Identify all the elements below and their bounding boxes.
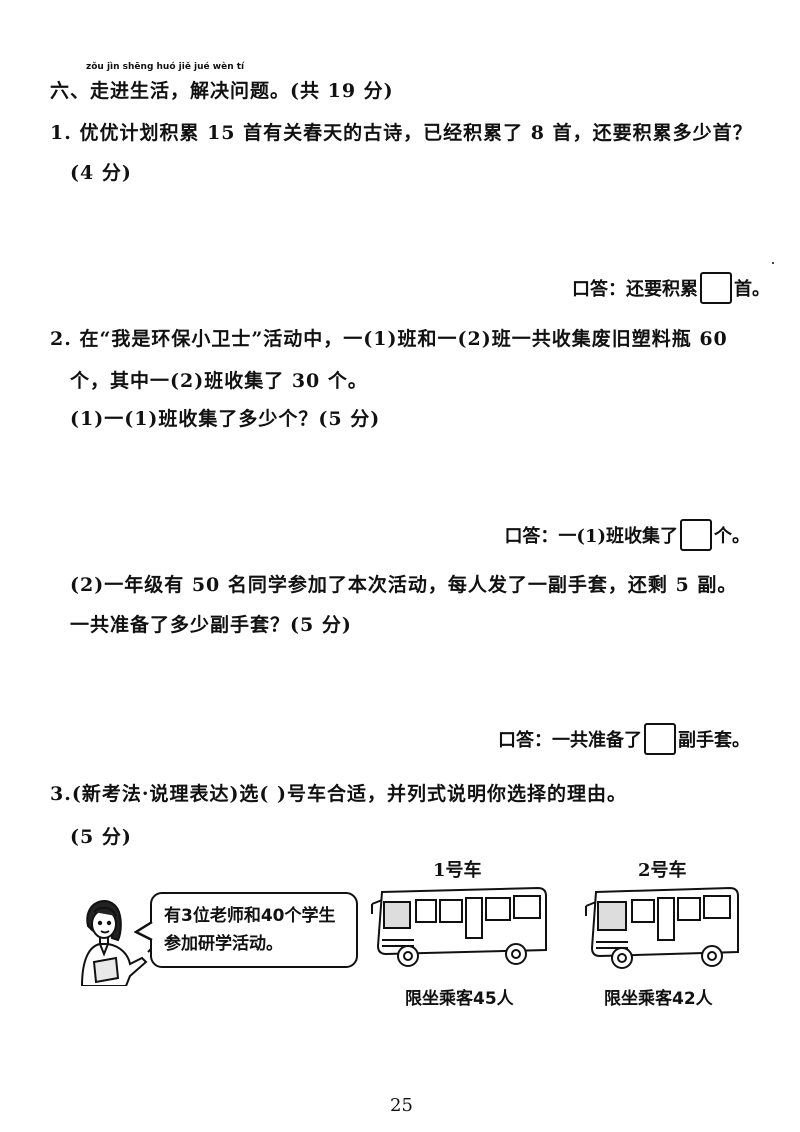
q1-answer: 口答：还要积累 首。: [572, 272, 770, 304]
q1-answer-suffix: 首。: [734, 279, 770, 300]
bus2-caption: 限坐乘客42人: [604, 989, 713, 1009]
bubble-line2: 参加研学活动。: [164, 934, 283, 954]
page-number: 25: [390, 1095, 413, 1116]
q2-sub2-line2: 一共准备了多少副手套？(5 分): [70, 614, 352, 636]
q2-answer1-prefix: 口答：一(1)班收集了: [504, 526, 678, 547]
bus2-name: 2号车: [638, 860, 687, 881]
section-pinyin: zǒu jìn shēng huó jiě jué wèn tí: [86, 62, 245, 72]
q2-answer2-suffix: 副手套。: [678, 730, 750, 751]
q2-answer2: 口答：一共准备了 副手套。: [498, 723, 750, 755]
q3-text-line1: 3.(新考法·说理表达)选( )号车合适，并列式说明你选择的理由。: [50, 783, 628, 805]
q2-text-line1: 2. 在“我是环保小卫士”活动中，一(1)班和一(2)班一共收集废旧塑料瓶 60: [50, 328, 728, 350]
section-title: 六、走进生活，解决问题。(共 19 分): [50, 80, 394, 102]
bus1-caption: 限坐乘客45人: [405, 989, 514, 1009]
teacher-illustration: [80, 900, 155, 986]
bus1-icon: [371, 886, 547, 967]
q1-text-line1: 1. 优优计划积累 15 首有关春天的古诗，已经积累了 8 首，还要积累多少首？: [50, 122, 753, 144]
q2-sub1: (1)一(1)班收集了多少个？(5 分): [70, 408, 381, 430]
q2-text-line2: 个，其中一(2)班收集了 30 个。: [70, 370, 368, 392]
bubble-line1: 有3位老师和40个学生: [164, 906, 336, 926]
q1-answer-prefix: 口答：还要积累: [572, 279, 698, 300]
scan-speck: [772, 262, 774, 264]
q2-answer1-suffix: 个。: [714, 526, 750, 547]
q2-answer2-prefix: 口答：一共准备了: [498, 730, 642, 751]
bubble-tail: [134, 920, 153, 942]
bus1-name: 1号车: [433, 860, 482, 881]
q2-sub2-line1: (2)一年级有 50 名同学参加了本次活动，每人发了一副手套，还剩 5 副。: [70, 574, 738, 596]
q1-text-line2: (4 分): [70, 162, 132, 184]
q2-answer1: 口答：一(1)班收集了 个。: [504, 519, 750, 551]
q1-answer-box[interactable]: [700, 272, 732, 304]
q3-text-line2: (5 分): [70, 826, 132, 848]
bus2-icon: [585, 886, 739, 969]
speech-bubble: 有3位老师和40个学生 参加研学活动。: [150, 892, 358, 968]
q2-answer2-box[interactable]: [644, 723, 676, 755]
q2-answer1-box[interactable]: [680, 519, 712, 551]
